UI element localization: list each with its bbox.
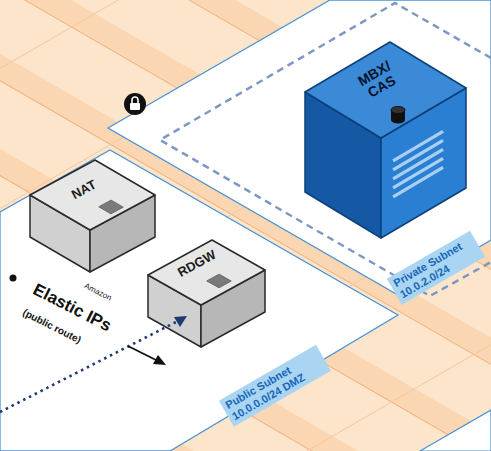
lock-shackle: [132, 97, 138, 103]
dotted-route-line: [0, 322, 176, 412]
label-dot: [10, 275, 17, 282]
cube-top-face: [305, 42, 466, 138]
server-cube: NAT: [30, 160, 156, 273]
cube-top-face: [148, 240, 265, 305]
status-square: [99, 200, 123, 214]
dashed-zone-outline: [160, 3, 491, 296]
server-cube-shape: [30, 160, 156, 273]
stripe-line: [0, 0, 491, 360]
route-arrowhead: [174, 316, 187, 327]
cube-right-face: [90, 195, 155, 272]
server-cube: RDGW: [148, 240, 266, 348]
label-arrow-line: [128, 346, 156, 360]
database-icon: [391, 107, 405, 114]
label-arrowhead: [153, 355, 166, 365]
status-square: [207, 274, 231, 288]
subnet-outline: [0, 150, 398, 451]
server-cube: MBX/ CAS: [305, 42, 467, 239]
lock-body: [130, 103, 140, 110]
lock-icon: [124, 93, 146, 115]
vent-stripe: [393, 167, 443, 196]
partial-panel: [420, 410, 491, 451]
cube-top-face: [30, 160, 155, 230]
lock-circle: [124, 93, 146, 115]
